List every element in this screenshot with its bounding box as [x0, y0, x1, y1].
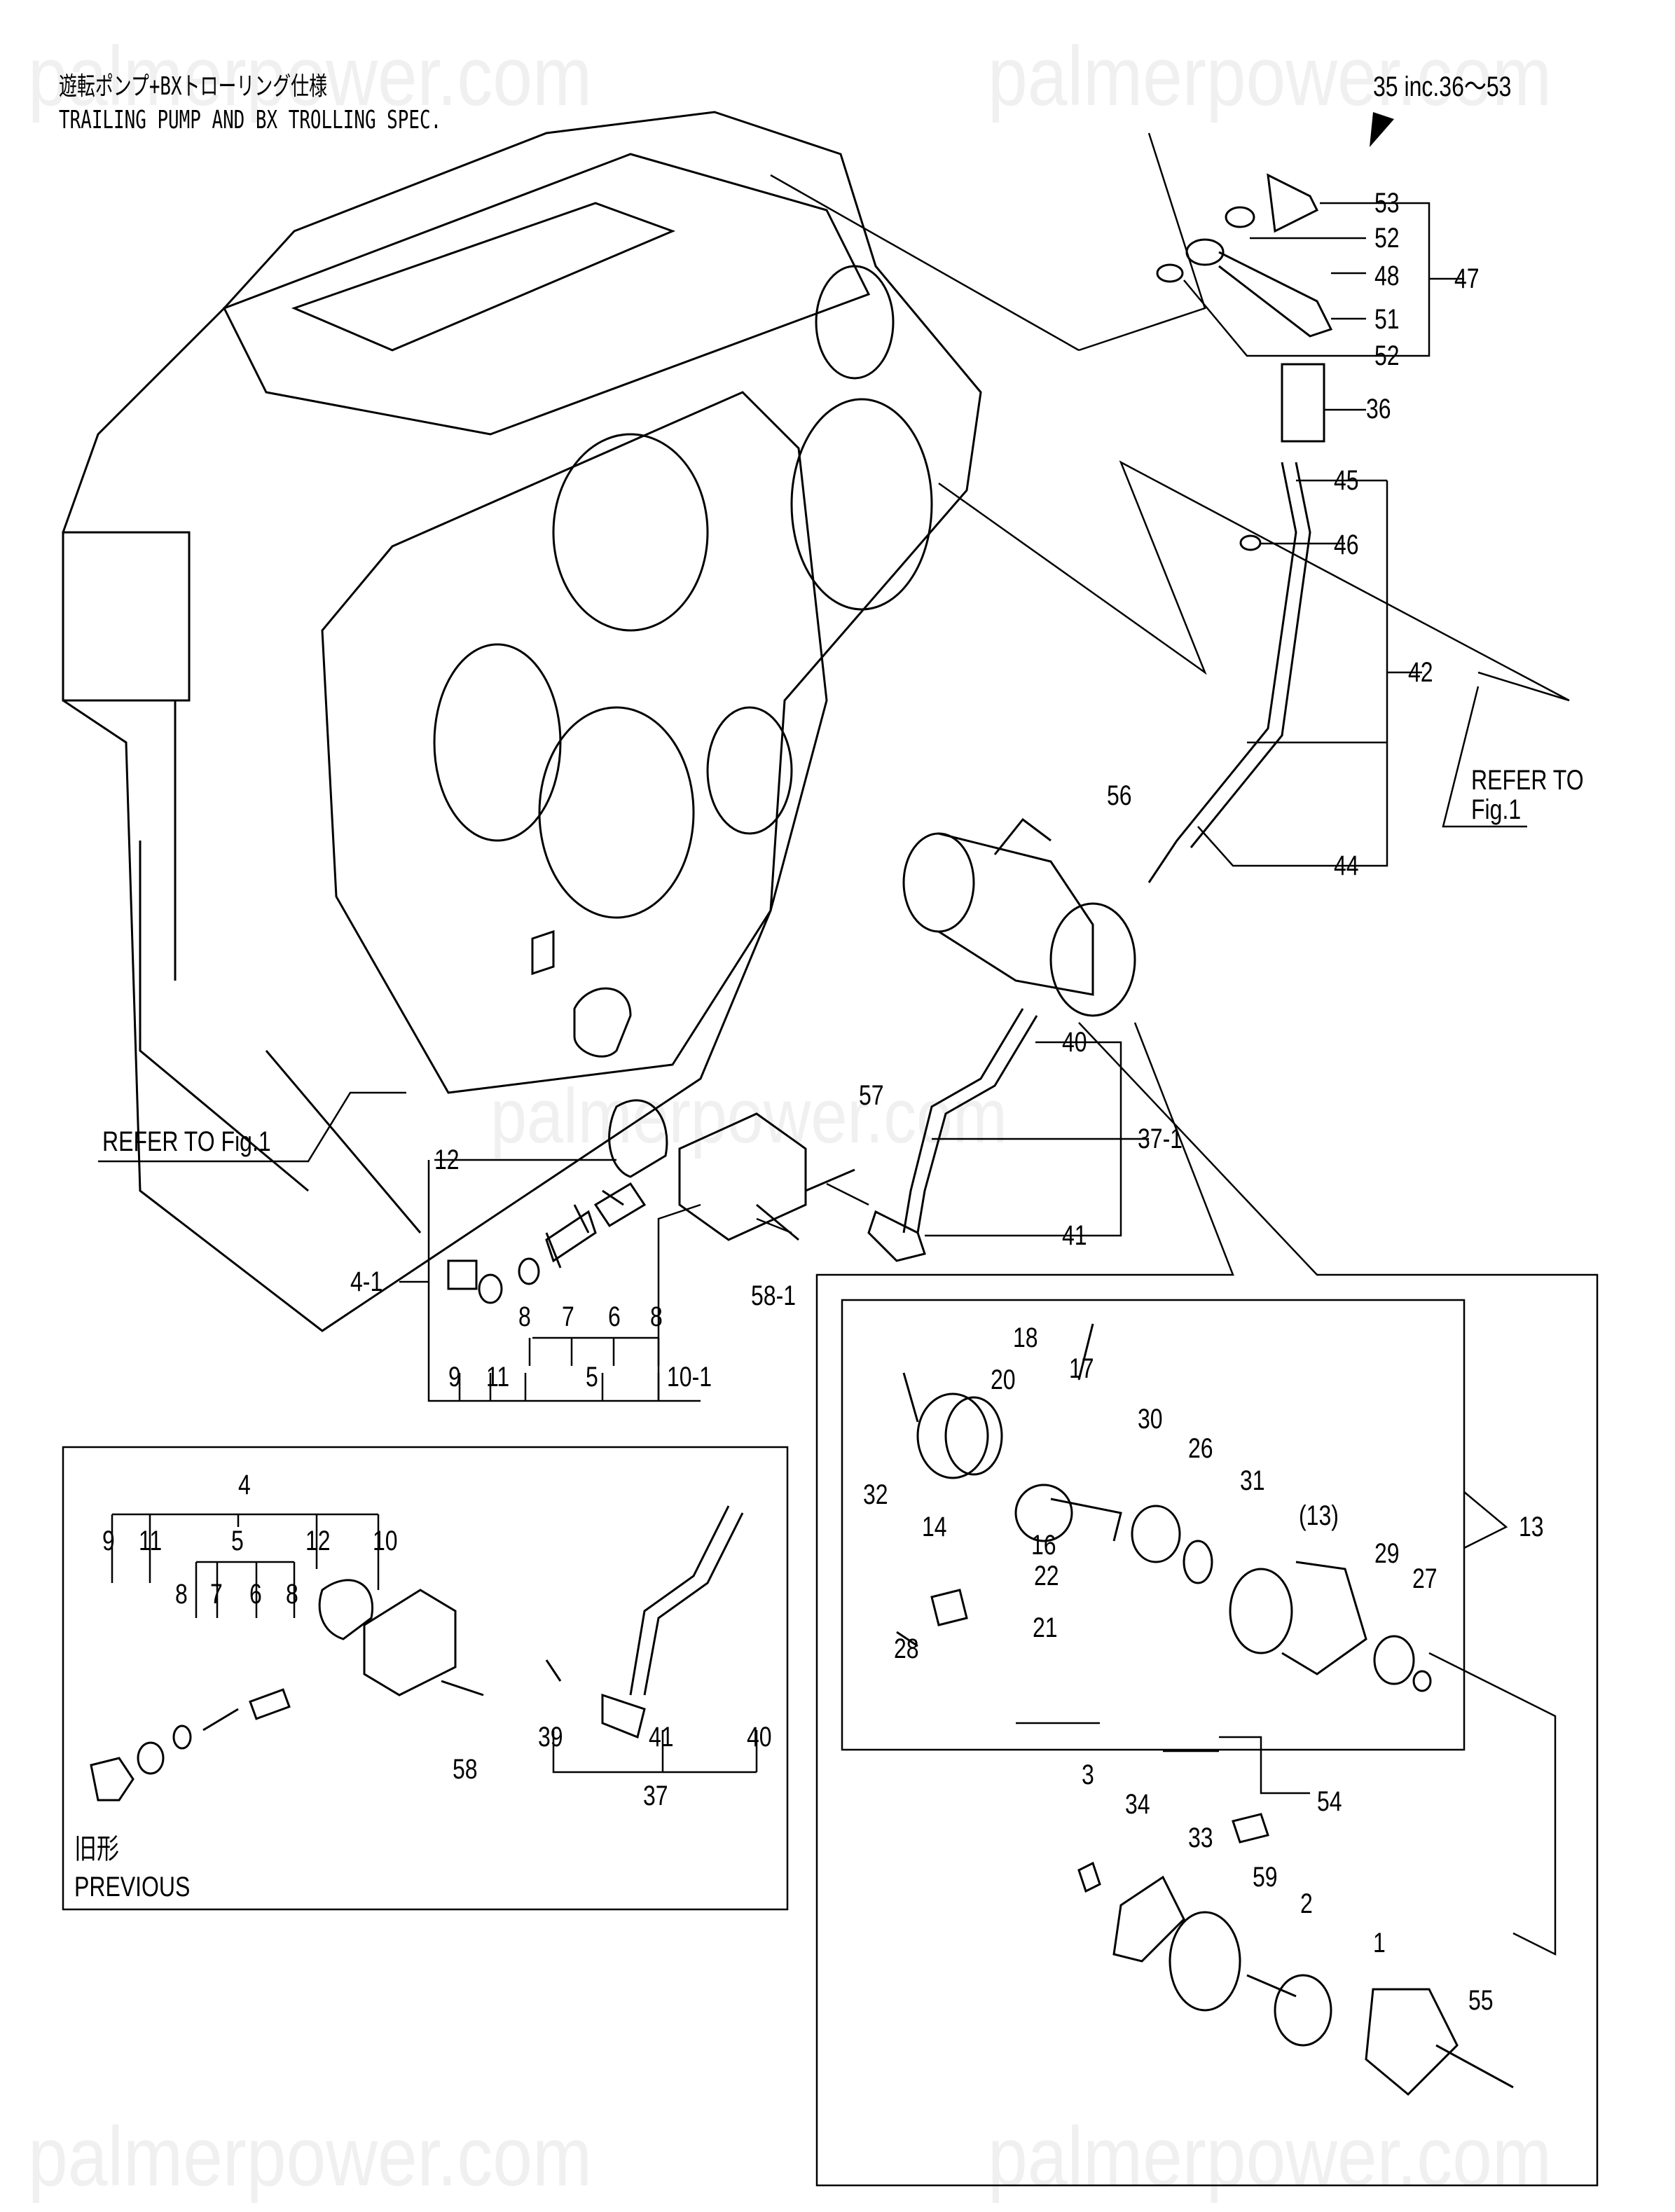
arrow-icon — [1370, 112, 1394, 147]
part-callout: 20 — [991, 1364, 1016, 1395]
part-callout: 9 — [102, 1526, 115, 1556]
part-callout: 37-1 — [1138, 1124, 1183, 1154]
refer-right-1: REFER TO — [1471, 765, 1584, 796]
part-callout: 51 — [1374, 304, 1400, 335]
part-callout: 4 — [238, 1470, 251, 1500]
part-callout: 8 — [286, 1579, 298, 1610]
part-callout: 12 — [434, 1145, 460, 1175]
part-callout: 40 — [1062, 1027, 1087, 1058]
part-callout: 4-1 — [350, 1266, 383, 1297]
part-callout: 58-1 — [751, 1280, 797, 1311]
previous-parts-drawing — [90, 1505, 744, 1802]
part-callout: 29 — [1374, 1538, 1400, 1569]
part-callout: 16 — [1031, 1530, 1056, 1561]
watermark: palmerpower.com — [988, 29, 1552, 123]
previous-label-jp: 旧形 — [74, 1834, 119, 1865]
watermark: palmerpower.com — [28, 29, 593, 123]
part-callout: 18 — [1013, 1322, 1038, 1353]
title-en: TRAILING PUMP AND BX TROLLING SPEC. — [59, 106, 442, 134]
part-callout: 55 — [1468, 1985, 1494, 2016]
part-callout: 13 — [1519, 1512, 1544, 1542]
part-callout: 28 — [894, 1633, 919, 1664]
part-callout: 10 — [373, 1526, 398, 1556]
part-callout: 59 — [1253, 1862, 1278, 1893]
part-callout: 48 — [1374, 261, 1400, 291]
part-callout: 33 — [1188, 1823, 1213, 1853]
pipe-assembly-drawing — [867, 173, 1333, 1262]
part-callout: 26 — [1188, 1433, 1213, 1464]
part-callout: 41 — [1062, 1220, 1087, 1251]
part-callout: 57 — [859, 1080, 884, 1111]
part-callout: 31 — [1240, 1465, 1265, 1496]
part-callout: 5 — [231, 1526, 244, 1556]
part-callout: 27 — [1412, 1563, 1438, 1594]
title-jp: 遊転ポンプ+BXトローリング仕様 — [59, 72, 328, 101]
valve-block-drawing — [447, 1099, 855, 1304]
part-callout: 3 — [1082, 1760, 1094, 1790]
part-callout: 7 — [562, 1301, 574, 1332]
part-callout: 9 — [448, 1362, 461, 1392]
part-callout: (13) — [1299, 1500, 1339, 1531]
part-callout: 10-1 — [667, 1362, 712, 1392]
part-callout: 41 — [649, 1722, 674, 1753]
part-callout: 53 — [1374, 188, 1400, 219]
refer-right-2: Fig.1 — [1471, 794, 1522, 825]
pump-exploded-drawing — [896, 1323, 1514, 2096]
part-callout: 56 — [1107, 780, 1132, 811]
part-callout: 8 — [175, 1579, 188, 1610]
part-callout: 8 — [650, 1301, 663, 1332]
part-callout: 7 — [210, 1579, 223, 1610]
part-callout: 11 — [139, 1526, 163, 1556]
leader-lines — [62, 132, 1599, 2187]
part-callout: 1 — [1373, 1928, 1386, 1958]
part-callout: 39 — [538, 1722, 563, 1753]
part-callout: 2 — [1300, 1888, 1313, 1919]
refer-left: REFER TO Fig.1 — [102, 1126, 271, 1157]
part-callout: 14 — [922, 1512, 947, 1542]
previous-label-en: PREVIOUS — [74, 1872, 191, 1902]
part-callout: 47 — [1454, 263, 1480, 294]
part-callout: 32 — [863, 1479, 888, 1510]
part-callout: 37 — [643, 1781, 668, 1811]
part-callout: 45 — [1334, 465, 1359, 496]
watermark: palmerpower.com — [28, 2110, 593, 2204]
part-callout: 46 — [1334, 530, 1359, 560]
part-callout: 54 — [1317, 1786, 1342, 1817]
part-callout: 17 — [1069, 1353, 1094, 1384]
part-callout: 8 — [518, 1301, 531, 1332]
part-callout: 40 — [747, 1722, 772, 1753]
part-callout: 12 — [305, 1526, 331, 1556]
part-callout: 52 — [1374, 340, 1400, 371]
part-callout: 34 — [1125, 1789, 1150, 1820]
trolling-pump-drawing — [902, 817, 1136, 1017]
part-callout: 5 — [586, 1362, 598, 1392]
part-callout: 44 — [1334, 850, 1359, 881]
part-callout: 6 — [249, 1579, 262, 1610]
part-callout: 6 — [608, 1301, 621, 1332]
assembly-note: 35 inc.36～53 — [1373, 71, 1512, 102]
part-callout: 58 — [453, 1754, 478, 1785]
part-callout: 21 — [1033, 1612, 1058, 1643]
gear-housing-drawing — [62, 111, 982, 1332]
part-callout: 42 — [1408, 657, 1433, 688]
watermark: palmerpower.com — [988, 2110, 1552, 2204]
part-callout: 36 — [1366, 394, 1391, 424]
part-callout: 22 — [1034, 1561, 1059, 1591]
part-callout: 30 — [1138, 1404, 1163, 1435]
part-callout: 11 — [486, 1362, 510, 1392]
part-callout: 52 — [1374, 223, 1400, 254]
